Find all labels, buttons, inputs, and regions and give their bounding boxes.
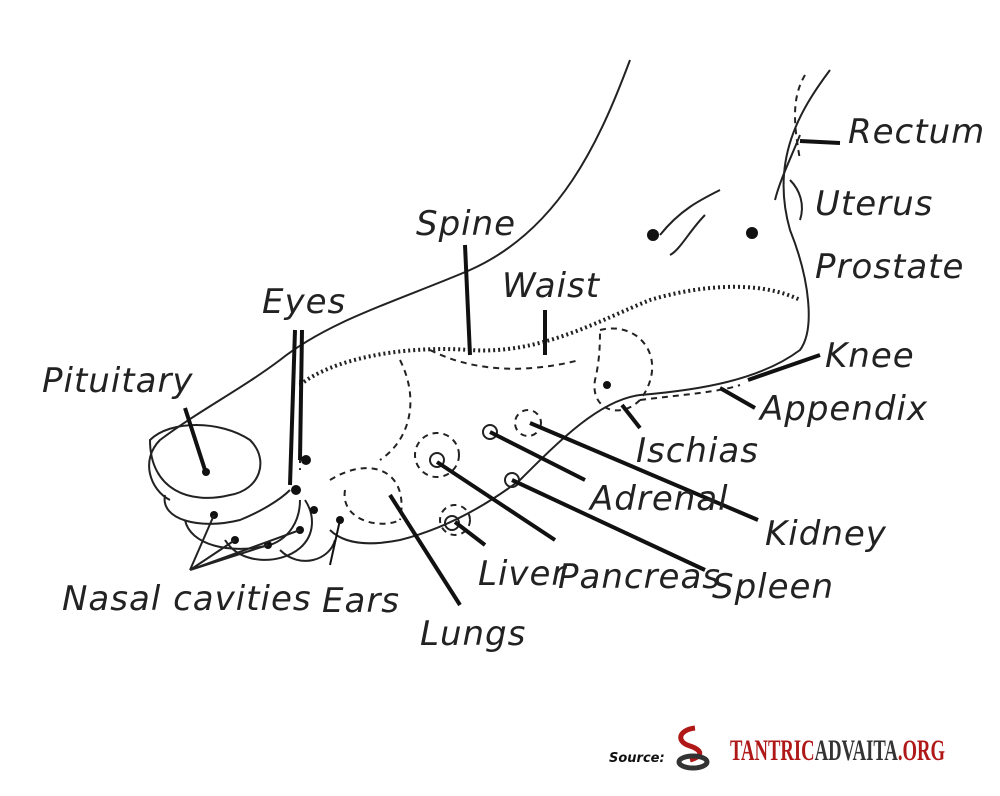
source-label: Source: — [609, 751, 665, 766]
labels: Rectum Uterus Prostate Knee Appendix Isc… — [42, 112, 985, 654]
source-credit: Source: TANTRICADVAITA.ORG — [609, 725, 945, 771]
label-lungs: Lungs — [420, 614, 526, 654]
label-waist: Waist — [502, 266, 601, 306]
logo-text-org: .ORG — [898, 734, 945, 767]
label-adrenal: Adrenal — [588, 479, 729, 519]
label-pituitary: Pituitary — [42, 361, 194, 401]
label-uterus: Uterus — [815, 184, 933, 224]
foot-outline — [148, 59, 831, 562]
leader-lines — [183, 139, 841, 607]
label-spine: Spine — [416, 204, 516, 244]
label-nasal-cavities: Nasal cavities — [62, 579, 312, 619]
label-knee: Knee — [825, 336, 915, 376]
label-kidney: Kidney — [765, 514, 887, 554]
label-appendix: Appendix — [758, 389, 928, 429]
label-ischias: Ischias — [636, 431, 759, 471]
logo-icon — [676, 725, 710, 771]
label-pancreas: Pancreas — [558, 557, 721, 597]
label-eyes: Eyes — [262, 282, 346, 322]
label-prostate: Prostate — [815, 247, 964, 287]
logo-text: TANTRICADVAITA.ORG — [730, 734, 945, 767]
logo-text-advaita: ADVAITA — [815, 734, 898, 767]
label-ears: Ears — [322, 581, 400, 621]
label-spleen: Spleen — [712, 567, 834, 607]
logo-text-tantric: TANTRIC — [730, 734, 815, 767]
label-rectum: Rectum — [848, 112, 985, 152]
label-liver: Liver — [478, 554, 567, 594]
